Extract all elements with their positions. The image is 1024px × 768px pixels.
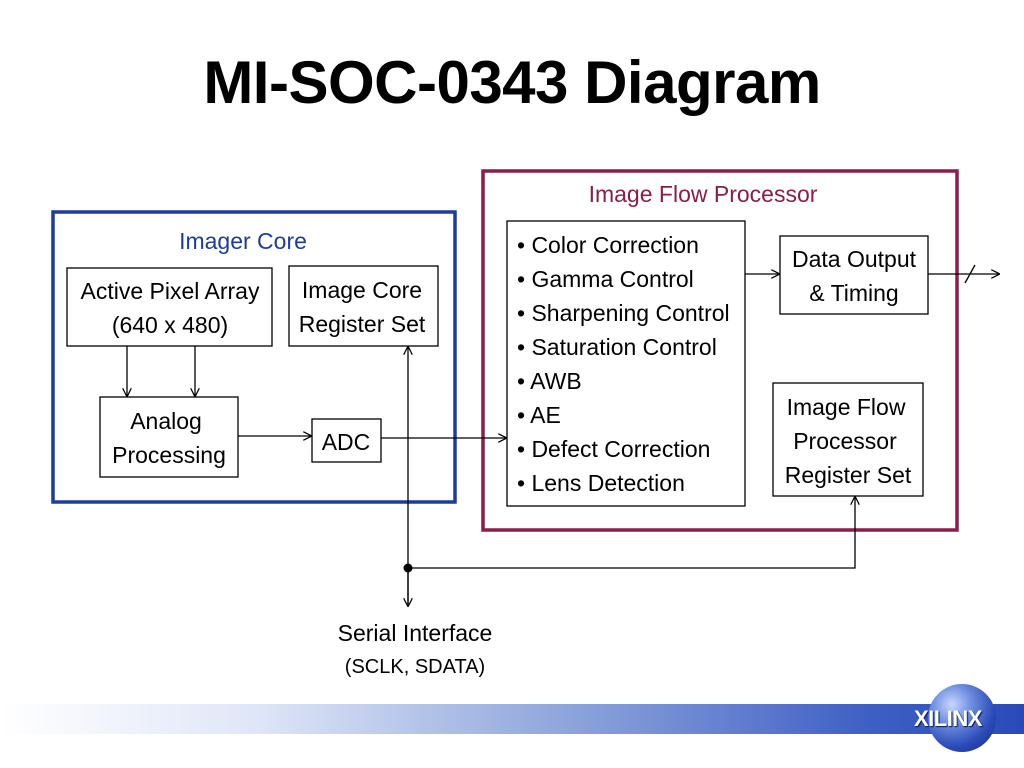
serial-bus-to-ifp-register bbox=[408, 497, 855, 569]
image-flow-processor-group bbox=[481, 169, 959, 532]
processing-features-box bbox=[506, 220, 746, 507]
xilinx-logo: XILINX bbox=[900, 684, 1020, 754]
data-output-timing-box bbox=[779, 235, 929, 315]
ifp-register-set-line3: Register Set bbox=[785, 462, 912, 488]
feature-item: • Saturation Control bbox=[517, 334, 717, 360]
serial-interface-label: Serial Interface bbox=[338, 620, 493, 646]
feature-item: • Gamma Control bbox=[517, 266, 694, 292]
ifp-register-set-line2: Processor bbox=[793, 428, 897, 454]
bus-width-slash bbox=[964, 264, 976, 284]
feature-item: • Sharpening Control bbox=[517, 300, 730, 326]
active-pixel-array-resolution: (640 x 480) bbox=[112, 312, 228, 338]
analog-processing-line2: Processing bbox=[112, 442, 226, 468]
feature-item: • Defect Correction bbox=[517, 436, 710, 462]
globe-icon bbox=[928, 684, 996, 752]
image-core-register-set-box bbox=[288, 265, 439, 347]
feature-item: • Lens Detection bbox=[517, 470, 685, 496]
data-output-line1: Data Output bbox=[792, 246, 917, 272]
imager-core-label: Imager Core bbox=[179, 228, 307, 254]
footer-band bbox=[0, 704, 1024, 734]
analog-processing-line1: Analog bbox=[130, 408, 202, 434]
active-pixel-array-box bbox=[66, 267, 273, 347]
feature-item: • AE bbox=[517, 402, 561, 428]
ifp-register-set-line1: Image Flow bbox=[787, 394, 906, 420]
data-output-line2: & Timing bbox=[809, 280, 898, 306]
analog-processing-box bbox=[99, 396, 239, 478]
adc-label: ADC bbox=[322, 429, 371, 455]
active-pixel-array-label: Active Pixel Array bbox=[81, 278, 260, 304]
image-core-register-set-line1: Image Core bbox=[302, 277, 422, 303]
image-flow-processor-label: Image Flow Processor bbox=[589, 181, 818, 207]
serial-bus-junction bbox=[403, 563, 413, 573]
connectors bbox=[127, 264, 999, 606]
serial-interface-signals: (SCLK, SDATA) bbox=[345, 656, 485, 678]
ifp-register-set-box bbox=[772, 382, 924, 497]
logo-text: XILINX bbox=[914, 706, 982, 731]
image-core-register-set-line2: Register Set bbox=[299, 311, 426, 337]
feature-item: • AWB bbox=[517, 368, 582, 394]
slide-title: MI-SOC-0343 Diagram bbox=[203, 49, 821, 116]
imager-core-group bbox=[51, 210, 457, 504]
feature-item: • Color Correction bbox=[517, 232, 699, 258]
adc-box bbox=[311, 418, 382, 463]
processing-features-list: • Color Correction • Gamma Control • Sha… bbox=[517, 232, 730, 496]
